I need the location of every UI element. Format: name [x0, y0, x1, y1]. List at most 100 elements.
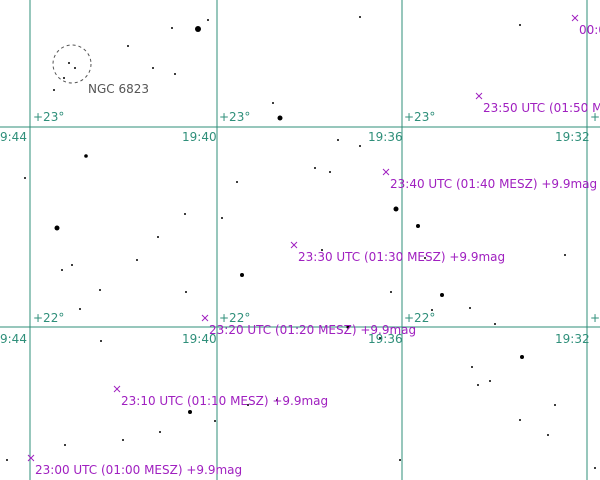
star: [547, 434, 549, 436]
star: [594, 467, 596, 469]
track-label: 23:00 UTC (01:00 MESZ) +9.9mag: [35, 463, 242, 477]
track-marker: [113, 385, 121, 393]
track-marker: [475, 92, 483, 100]
star: [424, 257, 426, 259]
star-field: [6, 16, 596, 469]
dec-label: +23°: [404, 110, 435, 124]
ra-label: 9:44: [0, 130, 27, 144]
dec-label: +22°: [33, 311, 64, 325]
star: [53, 89, 55, 91]
star: [346, 325, 350, 329]
star: [379, 337, 381, 339]
star: [54, 225, 60, 231]
track-marker: [201, 314, 209, 322]
star: [63, 77, 65, 79]
track-point: 23:20 UTC (01:20 MESZ) +9.9mag: [201, 314, 416, 337]
star: [321, 249, 323, 251]
track-point: 23:50 UTC (01:50 MESZ) +9.9mag: [475, 92, 600, 115]
track-point: 00:00 UTC (02:00 MESZ) +9.9mag: [571, 14, 600, 37]
star: [489, 380, 491, 382]
ngc-6823-circle: [52, 44, 92, 84]
star: [122, 439, 124, 441]
star: [127, 45, 129, 47]
star: [71, 264, 73, 266]
star: [188, 410, 192, 414]
star: [6, 459, 8, 461]
star: [520, 355, 524, 359]
star: [184, 213, 186, 215]
star: [185, 291, 187, 293]
track-point: 23:40 UTC (01:40 MESZ) +9.9mag: [382, 168, 597, 191]
star: [79, 308, 81, 310]
star: [337, 139, 339, 141]
ra-label: 19:40: [182, 332, 217, 346]
star: [236, 181, 238, 183]
comet-track: 23:00 UTC (01:00 MESZ) +9.9mag 23:10 UTC …: [27, 14, 600, 477]
ra-label: 9:44: [0, 332, 27, 346]
track-label: 23:40 UTC (01:40 MESZ) +9.9mag: [390, 177, 597, 191]
ra-label: 19:32: [555, 130, 590, 144]
star: [390, 291, 392, 293]
star: [359, 145, 361, 147]
star: [477, 384, 479, 386]
star: [471, 366, 473, 368]
ra-label: 19:32: [555, 332, 590, 346]
star: [214, 420, 216, 422]
star: [84, 154, 88, 158]
track-marker: [382, 168, 390, 176]
dec-label: +22°: [404, 311, 435, 325]
star: [74, 67, 76, 69]
ra-label: 19:40: [182, 130, 217, 144]
track-label: 00:00 UTC (02:00 MESZ) +9.9mag: [579, 23, 600, 37]
track-label: 23:50 UTC (01:50 MESZ) +9.9mag: [483, 101, 600, 115]
ngc-6823-label: NGC 6823: [88, 82, 149, 96]
star: [359, 16, 361, 18]
star: [152, 67, 154, 69]
star: [440, 293, 444, 297]
star: [136, 259, 138, 261]
star: [431, 309, 433, 311]
star: [171, 27, 173, 29]
star: [494, 323, 496, 325]
dec-label: +22°: [590, 311, 600, 325]
star: [416, 224, 420, 228]
dec-label: +23°: [219, 110, 250, 124]
star: [329, 171, 331, 173]
star: [314, 167, 316, 169]
track-label: 23:20 UTC (01:20 MESZ) +9.9mag: [209, 323, 416, 337]
dec-label: +23°: [33, 110, 64, 124]
dec-label: +22°: [219, 311, 250, 325]
track-point: 23:30 UTC (01:30 MESZ) +9.9mag: [290, 241, 505, 264]
star: [61, 269, 63, 271]
star: [247, 404, 249, 406]
star: [277, 115, 283, 121]
track-label: 23:30 UTC (01:30 MESZ) +9.9mag: [298, 250, 505, 264]
track-marker: [27, 454, 35, 462]
star: [159, 431, 161, 433]
track-label: 23:10 UTC (01:10 MESZ) +9.9mag: [121, 394, 328, 408]
star: [221, 217, 223, 219]
star: [24, 177, 26, 179]
star: [272, 102, 274, 104]
track-marker: [571, 14, 579, 22]
star: [519, 24, 521, 26]
ra-label: 19:36: [368, 332, 403, 346]
star: [100, 340, 102, 342]
star: [195, 26, 201, 32]
star: [554, 404, 556, 406]
track-point: 23:00 UTC (01:00 MESZ) +9.9mag: [27, 454, 242, 477]
track-marker: [290, 241, 298, 249]
star: [393, 206, 399, 212]
star: [99, 289, 101, 291]
star: [68, 62, 70, 64]
star: [399, 459, 401, 461]
star: [276, 399, 278, 401]
track-point: 23:10 UTC (01:10 MESZ) +9.9mag: [113, 385, 328, 408]
star: [564, 254, 566, 256]
star: [64, 444, 66, 446]
deep-sky-objects: NGC 6823: [52, 44, 149, 96]
star: [174, 73, 176, 75]
